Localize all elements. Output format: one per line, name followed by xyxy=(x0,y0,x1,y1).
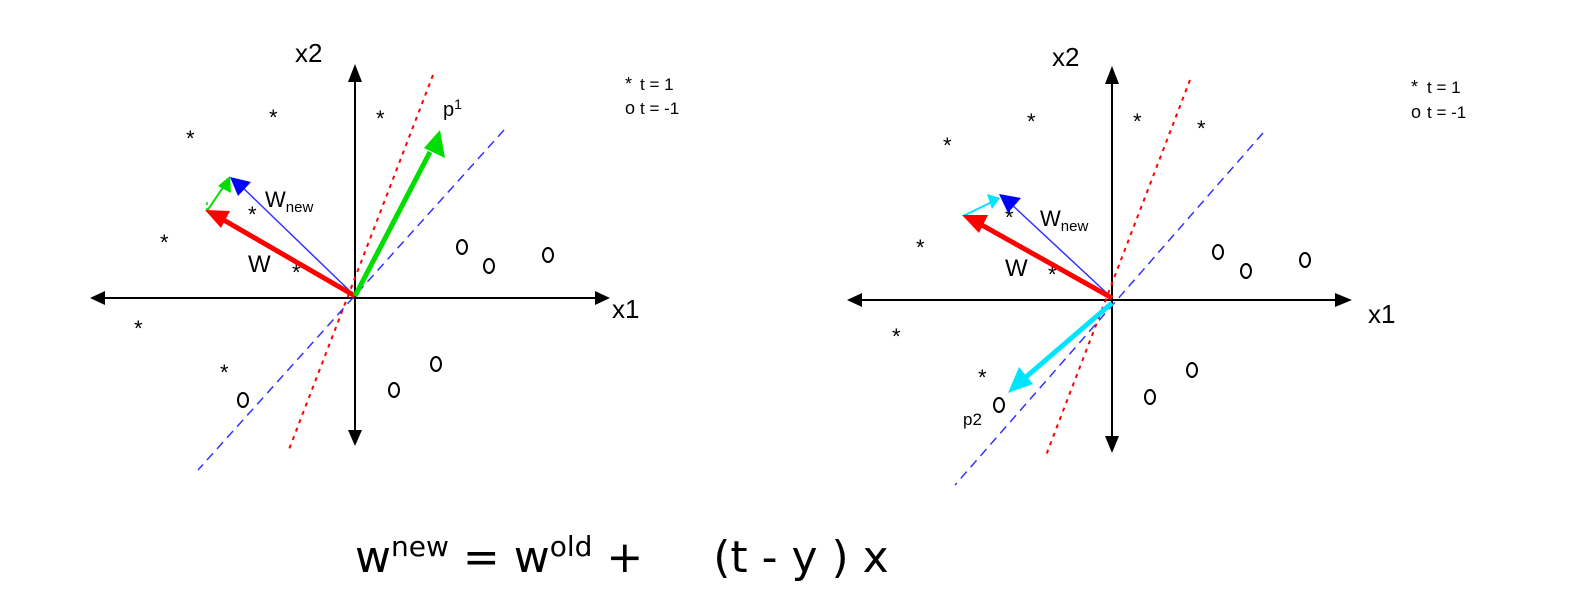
circle-point xyxy=(388,382,400,398)
star-point: * xyxy=(892,324,901,349)
w-label: W xyxy=(248,251,271,278)
w-new-vector xyxy=(1009,202,1113,299)
x1-axis-arrowhead-right xyxy=(1335,293,1352,307)
x2-axis-arrowhead-down xyxy=(348,430,362,446)
p1-translated-arrowhead xyxy=(218,176,231,193)
legend-star-text: t = 1 xyxy=(1427,78,1461,97)
w-vector xyxy=(978,221,1114,301)
left-panel: x2 x1 * * * * * * * * xyxy=(90,38,679,471)
star-point: * xyxy=(1133,109,1142,134)
x1-axis-arrowhead-right xyxy=(595,291,610,305)
star-point: * xyxy=(916,235,925,260)
legend: * t = 1 o t = -1 xyxy=(1411,77,1466,122)
star-point: * xyxy=(220,360,229,385)
circle-point xyxy=(483,258,495,274)
circle-point xyxy=(456,239,468,255)
circle-point xyxy=(237,392,249,408)
circle-point xyxy=(1240,263,1252,279)
circle-point xyxy=(1299,252,1311,268)
x1-axis-label: x1 xyxy=(1368,299,1395,329)
x2-axis-arrowhead-down xyxy=(1105,436,1119,453)
x1-axis-arrowhead-left xyxy=(90,291,105,305)
star-point: * xyxy=(1005,205,1014,230)
formula-equals: = xyxy=(448,532,514,583)
star-point: * xyxy=(269,105,278,130)
w-new-arrowhead xyxy=(999,194,1021,213)
star-point: * xyxy=(376,106,385,131)
star-point: * xyxy=(943,133,952,158)
legend-circle-text: t = -1 xyxy=(1427,103,1466,122)
circle-point xyxy=(430,356,442,372)
p1-vector xyxy=(352,150,433,298)
formula-w-old: w xyxy=(513,532,550,583)
update-rule-formula: wnew = wold + (t - y ) x xyxy=(355,530,889,583)
circle-point xyxy=(1212,244,1224,260)
star-point: * xyxy=(160,230,169,255)
w-arrowhead xyxy=(205,210,230,228)
circle-point xyxy=(993,397,1005,413)
w-new-label: Wnew xyxy=(1040,206,1088,235)
formula-w-new: w xyxy=(355,532,391,583)
p2-arrowhead xyxy=(1008,367,1033,393)
circle-point xyxy=(1186,362,1198,378)
legend-circle-text: t = -1 xyxy=(640,99,679,118)
star-point: * xyxy=(292,260,301,285)
p1-label: p1 xyxy=(443,96,462,121)
p1-label-index: 1 xyxy=(454,96,462,112)
legend-star-symbol: * xyxy=(625,74,632,94)
circle-point xyxy=(1144,389,1156,405)
w-new-arrowhead xyxy=(230,177,251,196)
p2-label: p2 xyxy=(963,410,982,429)
w-label: W xyxy=(1005,255,1028,282)
boundary-old xyxy=(1044,79,1191,459)
p2-translated-arrowhead xyxy=(987,194,1000,209)
star-point: * xyxy=(1048,262,1057,287)
circle-point xyxy=(542,247,554,263)
w-new-vector xyxy=(239,184,356,297)
star-point: * xyxy=(134,316,143,341)
x2-axis-label: x2 xyxy=(1052,42,1079,72)
legend: * t = 1 o t = -1 xyxy=(625,74,679,118)
formula-rest: + (t - y ) x xyxy=(592,532,889,583)
star-point: * xyxy=(248,202,257,227)
p2-vector xyxy=(1024,301,1114,379)
x1-axis-arrowhead-left xyxy=(847,293,862,307)
star-point: * xyxy=(1197,116,1206,141)
w-vector xyxy=(220,216,357,299)
formula-sup-old: old xyxy=(549,530,593,563)
x2-axis-label: x2 xyxy=(295,38,322,68)
w-new-subscript: new xyxy=(1061,218,1089,235)
w-new-subscript: new xyxy=(286,199,314,216)
p2-translated-vector xyxy=(962,201,993,217)
boundary-old xyxy=(287,74,434,453)
star-point: * xyxy=(978,365,987,390)
p1-arrowhead xyxy=(424,130,445,158)
x2-axis-arrowhead-up xyxy=(1105,66,1119,84)
formula-sup-new: new xyxy=(391,530,449,563)
legend-star-symbol: * xyxy=(1411,77,1418,97)
right-panel: x2 x1 * * * * * * * * * xyxy=(847,42,1466,486)
boundary-new xyxy=(197,129,505,471)
star-point: * xyxy=(1027,109,1036,134)
legend-star-text: t = 1 xyxy=(640,75,674,94)
star-point: * xyxy=(186,126,195,151)
w-arrowhead xyxy=(962,215,988,233)
x2-axis-arrowhead-up xyxy=(348,64,362,82)
boundary-new xyxy=(954,132,1264,486)
legend-circle-symbol: o xyxy=(625,98,635,118)
legend-circle-symbol: o xyxy=(1411,102,1421,122)
x1-axis-label: x1 xyxy=(612,294,639,324)
w-new-label: Wnew xyxy=(265,187,313,216)
